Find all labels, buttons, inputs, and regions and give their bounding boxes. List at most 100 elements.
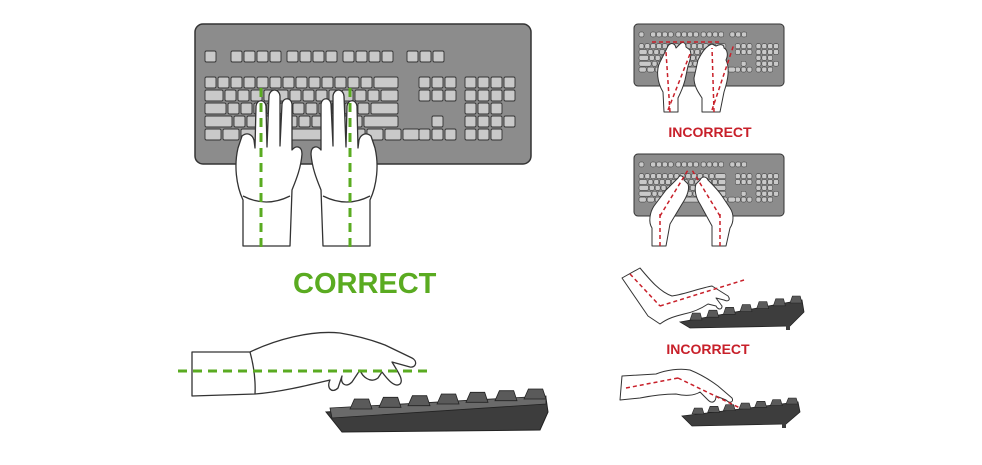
- key: [431, 115, 444, 128]
- key: [370, 102, 399, 115]
- key: [243, 50, 256, 63]
- key: [755, 196, 762, 203]
- key: [381, 50, 394, 63]
- key: [685, 173, 691, 179]
- key: [298, 115, 311, 128]
- side-keycap: [494, 390, 518, 402]
- key: [706, 31, 713, 38]
- key: [690, 55, 696, 61]
- key: [767, 191, 773, 197]
- key: [357, 102, 370, 115]
- key: [662, 161, 668, 168]
- key: [740, 66, 747, 73]
- key: [693, 31, 699, 38]
- key: [444, 89, 457, 102]
- key: [767, 173, 773, 179]
- key: [477, 89, 490, 102]
- key: [746, 43, 753, 49]
- key: [638, 196, 647, 203]
- incorrect-side-hand-2-icon: [619, 368, 733, 403]
- key: [286, 50, 299, 63]
- key: [740, 191, 747, 197]
- key: [464, 102, 477, 115]
- key: [354, 89, 367, 102]
- key: [355, 50, 368, 63]
- correct-label: CORRECT: [293, 268, 437, 300]
- key: [464, 76, 477, 89]
- key: [735, 173, 741, 179]
- key: [653, 49, 660, 55]
- incorrect-label-bottom: INCORRECT: [666, 341, 750, 357]
- key: [650, 31, 656, 38]
- side-keycap: [785, 397, 799, 405]
- key: [650, 173, 656, 179]
- key: [656, 173, 662, 179]
- key: [431, 76, 444, 89]
- key: [647, 179, 654, 185]
- key: [668, 31, 674, 38]
- key: [712, 31, 718, 38]
- key: [230, 76, 243, 89]
- key: [665, 179, 671, 185]
- key: [644, 43, 651, 49]
- key: [299, 50, 312, 63]
- key: [773, 173, 779, 179]
- key: [656, 43, 662, 49]
- key: [735, 66, 741, 73]
- key: [240, 102, 253, 115]
- key: [761, 43, 768, 49]
- key: [431, 128, 444, 141]
- key: [503, 115, 516, 128]
- incorrect-side-hand-1-icon: [621, 267, 730, 325]
- incorrect-lines-2: [659, 169, 721, 246]
- key: [321, 76, 334, 89]
- key: [256, 50, 269, 63]
- key: [761, 66, 768, 73]
- key: [755, 185, 762, 191]
- side-keycap: [707, 406, 721, 413]
- key: [681, 31, 687, 38]
- key: [662, 43, 668, 49]
- key: [638, 191, 652, 197]
- key: [697, 43, 703, 49]
- key: [761, 179, 768, 185]
- key: [243, 76, 256, 89]
- incorrect-side-keyboard-1-icon: [678, 295, 805, 330]
- side-keycap: [722, 404, 736, 411]
- key: [233, 115, 246, 128]
- key: [727, 196, 736, 203]
- key: [767, 55, 773, 61]
- key: [662, 173, 668, 179]
- key: [767, 179, 773, 185]
- correct-alignment-lines: [259, 88, 352, 250]
- key: [735, 161, 741, 168]
- key: [706, 161, 713, 168]
- side-keycap: [378, 396, 402, 408]
- key: [418, 89, 431, 102]
- key: [638, 55, 649, 61]
- key: [746, 173, 753, 179]
- key: [224, 89, 237, 102]
- key: [237, 89, 250, 102]
- key: [746, 49, 753, 55]
- key: [418, 76, 431, 89]
- key: [477, 102, 490, 115]
- key: [718, 161, 724, 168]
- key: [638, 173, 645, 179]
- key: [204, 89, 224, 102]
- key: [717, 179, 727, 185]
- side-keycap: [789, 295, 803, 304]
- key: [761, 49, 768, 55]
- key: [694, 49, 700, 55]
- key: [681, 161, 687, 168]
- side-keycap: [722, 307, 736, 315]
- key: [697, 173, 703, 179]
- key: [651, 191, 658, 197]
- key: [668, 161, 674, 168]
- side-keycap: [689, 312, 703, 321]
- key: [464, 115, 477, 128]
- key: [668, 173, 674, 179]
- key: [368, 50, 381, 63]
- key: [773, 61, 779, 67]
